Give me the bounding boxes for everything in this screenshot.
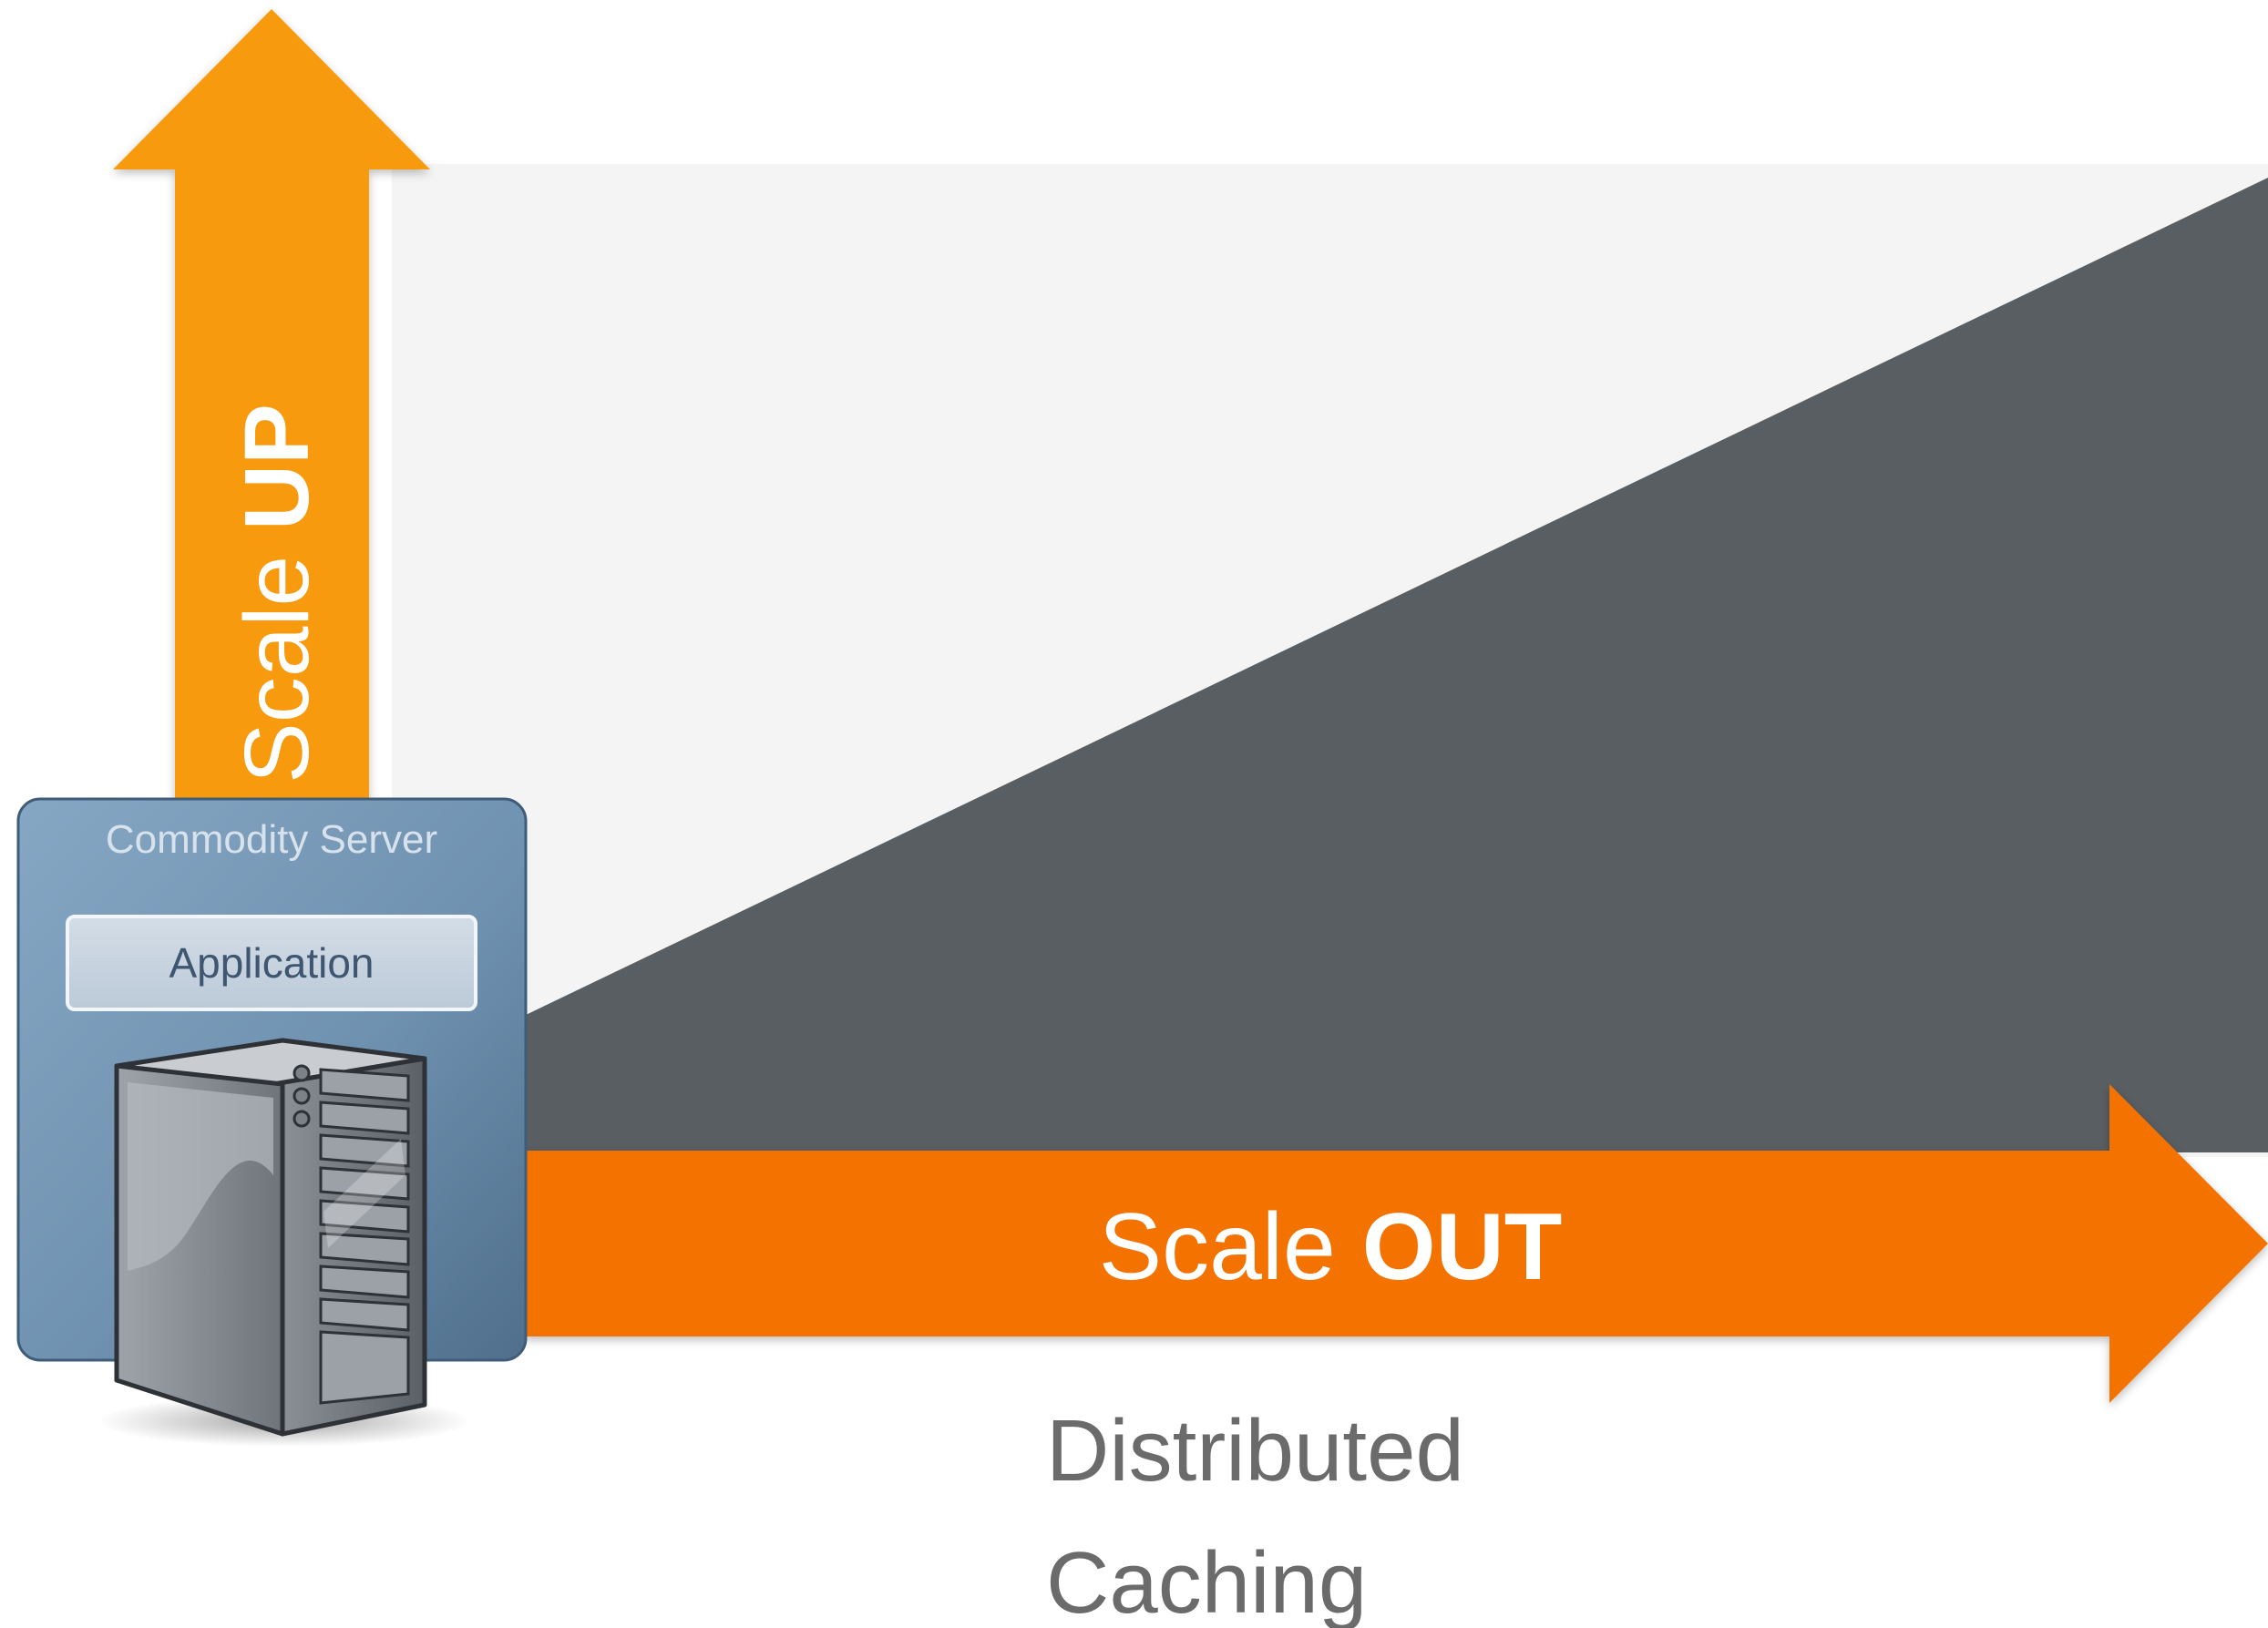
commodity-server-title: Commodity Server — [106, 817, 437, 862]
server-tower-icon — [97, 1038, 471, 1447]
scale-up-label: Scale UP — [226, 404, 328, 783]
growth-wedge — [524, 178, 2268, 1152]
caption-line-1: Distributed — [1046, 1402, 1464, 1500]
application-box: Application — [66, 915, 477, 1011]
scale-up-emphasis: UP — [226, 404, 328, 530]
scale-out-emphasis: OUT — [1362, 1194, 1563, 1300]
scale-up-arrow — [113, 9, 430, 800]
scale-out-arrow — [524, 1084, 2268, 1403]
scale-out-prefix: Scale — [1099, 1194, 1362, 1300]
scale-out-label: Scale OUT — [1099, 1194, 1563, 1300]
caption-line-2: Caching — [1046, 1534, 1367, 1628]
scale-up-prefix: Scale — [226, 530, 328, 783]
application-label: Application — [169, 939, 374, 987]
